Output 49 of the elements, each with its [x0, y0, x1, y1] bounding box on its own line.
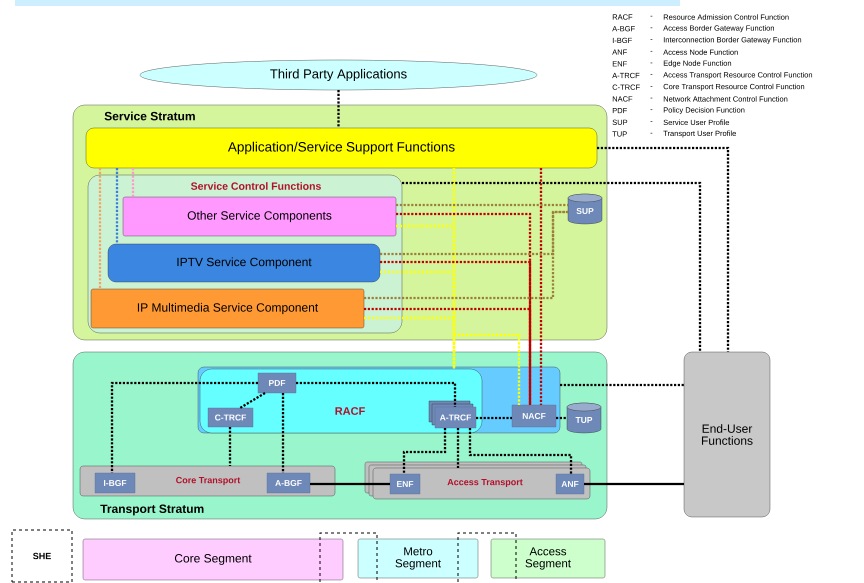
dotted-connector: [402, 428, 446, 474]
segment-box: Access Segment: [490, 538, 606, 578]
database-cylinder: SUP: [568, 194, 602, 224]
function-box: PDF: [258, 372, 296, 394]
dotted-connector: [116, 168, 118, 244]
dotted-connector: [239, 392, 266, 409]
dotted-connector: [468, 428, 572, 474]
dotted-connector: [452, 168, 520, 405]
stacked-function-box: A-TRCF: [428, 400, 476, 428]
segment-box: Core Segment: [82, 538, 344, 580]
dotted-connector: [380, 270, 456, 369]
database-cylinder: TUP: [566, 402, 602, 434]
dotted-connector: [560, 384, 684, 386]
connector-line: [310, 482, 390, 486]
function-box: End-User Functions: [684, 352, 770, 518]
dotted-connector: [402, 182, 702, 352]
dotted-connector: [380, 260, 532, 405]
connector-line: [584, 482, 684, 486]
function-box: A-BGF: [266, 472, 310, 494]
dotted-connector: [396, 224, 456, 369]
component-box: IP Multimedia Service Component: [90, 288, 364, 328]
component-box: Other Service Components: [122, 196, 396, 236]
dotted-connector: [132, 168, 134, 197]
dotted-connector: [556, 416, 567, 420]
function-box: C-TRCF: [208, 408, 254, 428]
dotted-connector: [396, 212, 532, 405]
function-box: ANF: [556, 474, 584, 494]
dotted-connector: [396, 204, 568, 206]
dotted-connector: [364, 210, 568, 300]
dotted-connector: [228, 427, 232, 466]
dotted-connector: [456, 428, 460, 468]
dotted-connector: [476, 416, 512, 420]
dotted-connector: [98, 168, 102, 289]
dotted-connector: [380, 210, 568, 256]
dotted-connector: [540, 168, 542, 405]
segment-box: Metro Segment: [358, 538, 478, 578]
function-box: I-BGF: [94, 472, 136, 494]
dotted-connector: [282, 393, 284, 473]
dotted-connector: [364, 308, 532, 405]
function-bar: Application/Service Support Functions: [86, 128, 598, 168]
dotted-connector: [597, 146, 730, 352]
dotted-connector: [364, 316, 456, 369]
dotted-connector: [296, 382, 456, 407]
dotted-connector: [337, 90, 340, 128]
function-box: NACF: [512, 404, 556, 428]
function-box: ENF: [390, 474, 420, 494]
component-box: IPTV Service Component: [108, 244, 380, 282]
dashed-box: SHE: [12, 530, 72, 582]
dotted-connector: [110, 382, 258, 473]
